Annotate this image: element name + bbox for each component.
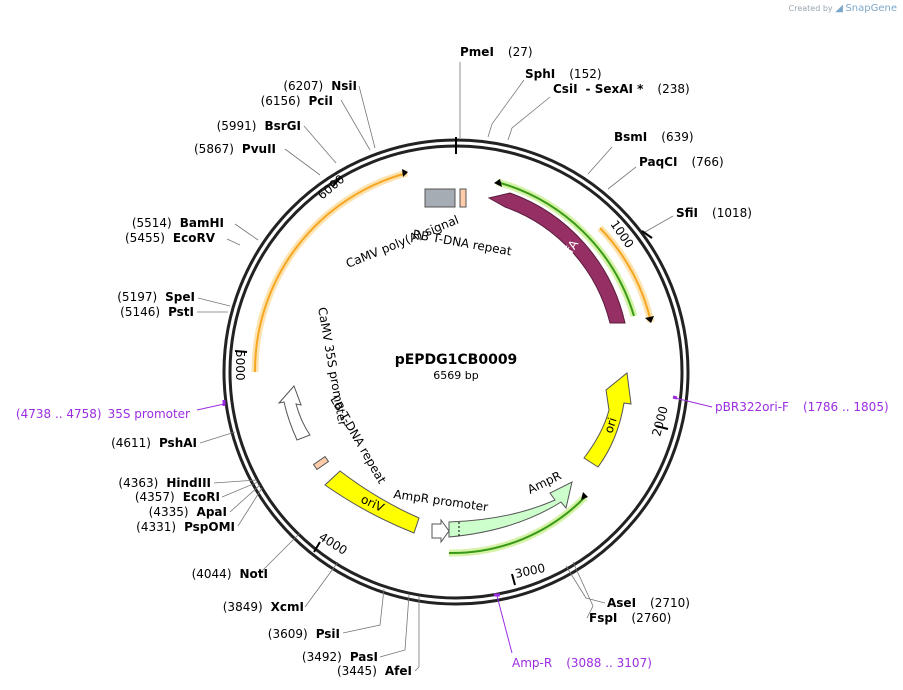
site-PciI: (6156)PciI bbox=[261, 94, 333, 108]
site-ApaI: (4335)ApaI bbox=[149, 505, 227, 519]
snapgene-watermark: Created by ◢ SnapGene bbox=[789, 3, 897, 14]
site-CsiI-SexAI: CsiI- SexAI *(238) bbox=[553, 82, 690, 96]
tick-label-2000: 2000 bbox=[649, 405, 670, 438]
site-PsiI: (3609)PsiI bbox=[268, 627, 340, 641]
site-SpeI: (5197)SpeI bbox=[117, 290, 195, 304]
site-SphI: SphI(152) bbox=[525, 67, 602, 81]
feature-ori[interactable] bbox=[583, 372, 632, 468]
watermark-brand: SnapGene bbox=[845, 3, 897, 14]
site-SfiI: SfiI(1018) bbox=[676, 206, 752, 220]
site-AseI: AseI(2710) bbox=[607, 596, 690, 610]
feature-trfA[interactable] bbox=[487, 192, 626, 324]
orf-arc-bottom-green bbox=[448, 492, 588, 557]
site-BsmI: BsmI(639) bbox=[614, 130, 694, 144]
primer-marks bbox=[196, 395, 713, 654]
site-PmeI: PmeI(27) bbox=[460, 45, 533, 59]
feature-label-AmpR-promoter: AmpR promoter bbox=[393, 487, 489, 514]
feature-label-ori: ori bbox=[602, 416, 620, 435]
site-PvuII: (5867)PvuII bbox=[194, 142, 276, 156]
site-HindIII: (4363)HindIII bbox=[118, 476, 211, 490]
feature-AmpR[interactable] bbox=[448, 481, 573, 538]
site-NotI: (4044)NotI bbox=[192, 567, 268, 581]
site-PasI: (3492)PasI bbox=[302, 650, 378, 664]
orf-arc-right-orange bbox=[597, 225, 655, 323]
feature-AmpR-promoter[interactable] bbox=[431, 518, 450, 544]
site-PstI: (5146)PstI bbox=[120, 305, 194, 319]
feature-CaMV-polyA-signal[interactable] bbox=[424, 188, 456, 208]
site-PshAI: (4611)PshAI bbox=[111, 436, 197, 450]
tick-label-5000: 5000 bbox=[233, 350, 247, 381]
feature-label-RB-T-DNA-repeat: RB T-DNA repeat bbox=[411, 227, 512, 258]
site-leader-lines bbox=[197, 62, 674, 672]
primer-pBR322ori-F: pBR322ori-F(1786 .. 1805) bbox=[715, 400, 889, 414]
watermark-prefix: Created by bbox=[788, 4, 833, 13]
primer-35S-promoter: (4738 .. 4758)35S promoter bbox=[16, 407, 190, 421]
plasmid-name: pEPDG1CB0009 bbox=[395, 352, 518, 368]
site-XcmI: (3849)XcmI bbox=[223, 600, 304, 614]
site-BsrGI: (5991)BsrGI bbox=[217, 119, 301, 133]
plasmid-length: 6569 bp bbox=[433, 369, 478, 382]
site-PspOMI: (4331)PspOMI bbox=[136, 520, 235, 534]
site-EcoRV: (5455)EcoRV bbox=[125, 231, 216, 245]
orf-arc-right-green bbox=[494, 178, 638, 318]
site-PaqCI: PaqCI(766) bbox=[639, 155, 724, 169]
site-NsiI: (6207)NsiI bbox=[283, 79, 357, 93]
orf-arc-left-orange bbox=[251, 169, 408, 373]
feature-CaMV-35S-promoter[interactable] bbox=[277, 385, 311, 441]
tick-marks bbox=[234, 177, 669, 586]
site-FspI: FspI(2760) bbox=[589, 611, 671, 625]
site-BamHI: (5514)BamHI bbox=[132, 216, 224, 230]
primer-Amp-R: Amp-R(3088 .. 3107) bbox=[512, 656, 652, 670]
site-EcoRI: (4357)EcoRI bbox=[135, 490, 220, 504]
snapgene-logo-icon: ◢ bbox=[835, 3, 843, 14]
feature-oriV[interactable] bbox=[324, 470, 420, 534]
site-AfeI: (3445)AfeI bbox=[337, 664, 412, 678]
feature-RB-T-DNA-repeat[interactable] bbox=[459, 188, 467, 208]
tick-label-3000: 3000 bbox=[514, 561, 547, 581]
feature-LB-T-DNA-repeat[interactable] bbox=[312, 455, 330, 471]
